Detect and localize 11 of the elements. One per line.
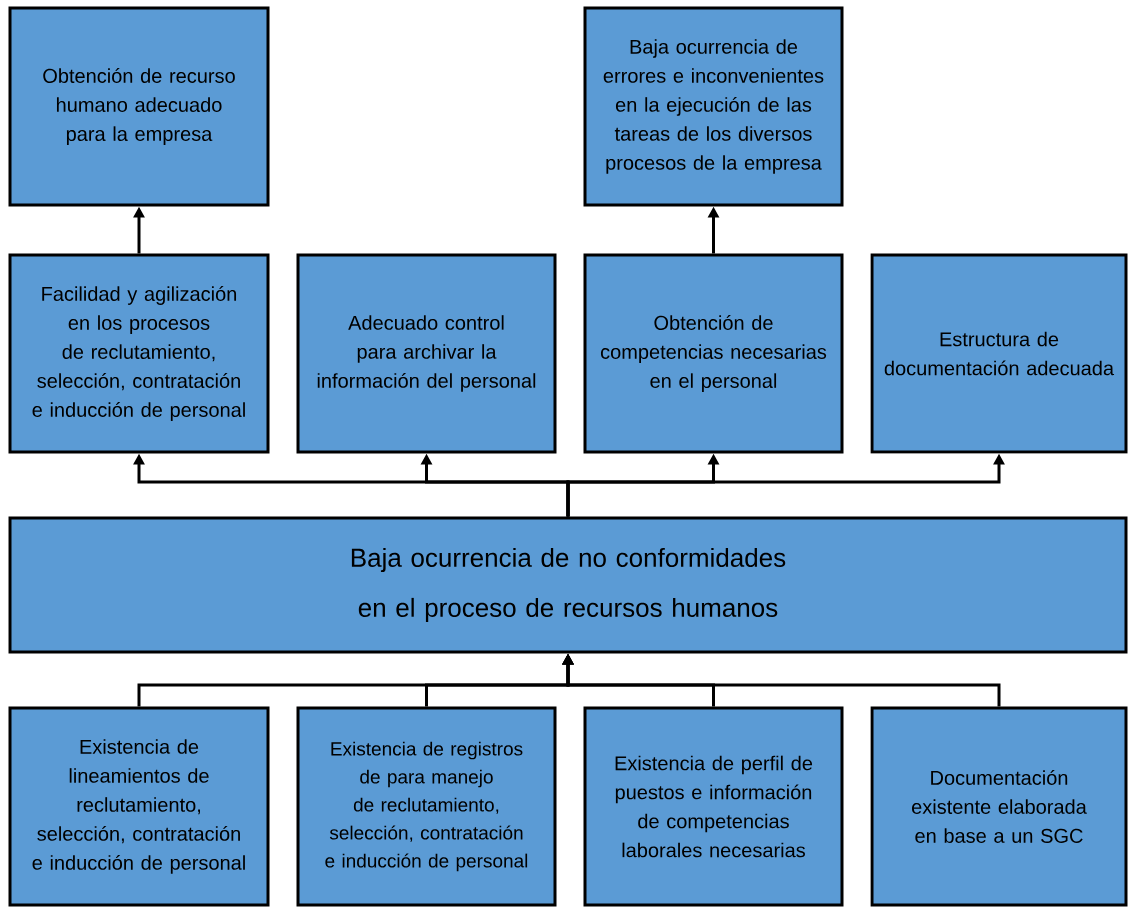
process-box: Baja ocurrencia de errores e inconvenientes en la ejecución de las tareas de los diversos procesos de la empresa <box>583 6 844 207</box>
process-box: Facilidad y agilización en los procesos de reclutamiento, selección, contratación e inducción de personal <box>8 253 270 454</box>
process-box: Obtención de recurso humano adecuado para la empresa <box>8 6 270 207</box>
process-box: Estructura de documentación adecuada <box>870 253 1128 454</box>
process-box: Adecuado control para archivar la información del personal <box>296 253 557 454</box>
process-box: Existencia de registros de para manejo de reclutamiento, selección, contratación e inducción de personal <box>296 706 557 907</box>
process-box: Existencia de lineamientos de reclutamiento, selección, contratación e inducción de personal <box>8 706 270 907</box>
process-box: Existencia de perfil de puestos e información de competencias laborales necesarias <box>583 706 844 907</box>
process-box: Documentación existente elaborada en base a un SGC <box>870 706 1128 907</box>
process-box: Baja ocurrencia de no conformidades en el proceso de recursos humanos <box>8 516 1128 654</box>
process-box: Obtención de competencias necesarias en el personal <box>583 253 844 454</box>
